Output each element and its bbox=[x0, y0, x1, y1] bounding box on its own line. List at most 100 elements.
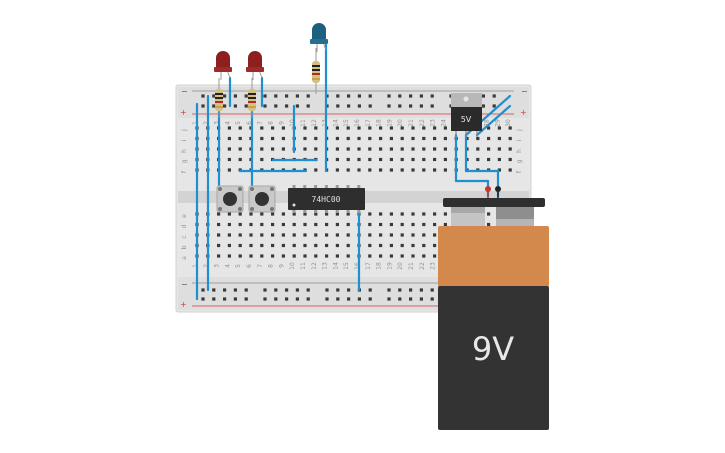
breadboard-hole[interactable] bbox=[303, 254, 307, 258]
breadboard-hole[interactable] bbox=[379, 243, 383, 248]
breadboard-hole[interactable] bbox=[389, 222, 393, 227]
breadboard-hole[interactable] bbox=[411, 147, 415, 151]
breadboard-hole[interactable] bbox=[387, 94, 391, 98]
breadboard-hole[interactable] bbox=[325, 233, 329, 237]
breadboard-hole[interactable] bbox=[285, 288, 289, 292]
breadboard-hole[interactable] bbox=[292, 254, 296, 258]
breadboard-hole[interactable] bbox=[389, 136, 393, 141]
breadboard-hole[interactable] bbox=[389, 126, 393, 130]
breadboard-hole[interactable] bbox=[419, 94, 423, 98]
breadboard-hole[interactable] bbox=[201, 104, 205, 108]
breadboard-hole[interactable] bbox=[368, 222, 372, 227]
breadboard-hole[interactable] bbox=[244, 288, 248, 292]
breadboard-hole[interactable] bbox=[368, 147, 372, 151]
breadboard-hole[interactable] bbox=[227, 147, 231, 151]
breadboard-hole[interactable] bbox=[233, 297, 237, 301]
breadboard-hole[interactable] bbox=[292, 243, 296, 248]
breadboard-hole[interactable] bbox=[281, 126, 285, 130]
breadboard-hole[interactable] bbox=[347, 288, 351, 292]
breadboard-hole[interactable] bbox=[400, 243, 404, 248]
resistor-2[interactable] bbox=[248, 78, 256, 118]
resistor-3[interactable] bbox=[312, 48, 320, 94]
breadboard-hole[interactable] bbox=[433, 243, 437, 248]
breadboard-hole[interactable] bbox=[285, 104, 289, 108]
breadboard-hole[interactable] bbox=[227, 168, 231, 172]
breadboard-hole[interactable] bbox=[389, 168, 393, 172]
breadboard-hole[interactable] bbox=[217, 222, 221, 227]
breadboard-hole[interactable] bbox=[238, 254, 242, 258]
breadboard-hole[interactable] bbox=[346, 243, 350, 248]
breadboard-hole[interactable] bbox=[325, 254, 329, 258]
wires[interactable] bbox=[195, 43, 512, 301]
breadboard-hole[interactable] bbox=[285, 297, 289, 301]
breadboard-hole[interactable] bbox=[422, 126, 426, 130]
breadboard-hole[interactable] bbox=[271, 254, 275, 258]
breadboard-hole[interactable] bbox=[411, 233, 415, 237]
breadboard-hole[interactable] bbox=[476, 136, 480, 141]
breadboard-hole[interactable] bbox=[303, 243, 307, 248]
breadboard-hole[interactable] bbox=[346, 157, 350, 162]
breadboard-hole[interactable] bbox=[379, 168, 383, 172]
breadboard-hole[interactable] bbox=[400, 126, 404, 130]
breadboard-hole[interactable] bbox=[419, 297, 423, 301]
breadboard-hole[interactable] bbox=[357, 147, 361, 151]
breadboard-hole[interactable] bbox=[260, 126, 264, 130]
breadboard-hole[interactable] bbox=[400, 233, 404, 237]
breadboard-hole[interactable] bbox=[227, 212, 231, 216]
breadboard-hole[interactable] bbox=[497, 136, 501, 141]
breadboard-hole[interactable] bbox=[411, 254, 415, 258]
voltage-regulator[interactable]: 5V bbox=[451, 93, 482, 137]
breadboard-hole[interactable] bbox=[295, 104, 299, 108]
breadboard-hole[interactable] bbox=[347, 94, 351, 98]
breadboard-hole[interactable] bbox=[357, 94, 361, 98]
breadboard-hole[interactable] bbox=[314, 136, 318, 141]
breadboard-hole[interactable] bbox=[263, 297, 267, 301]
breadboard-hole[interactable] bbox=[476, 147, 480, 151]
breadboard-hole[interactable] bbox=[238, 126, 242, 130]
breadboard-hole[interactable] bbox=[357, 104, 361, 108]
pushbutton-1[interactable] bbox=[216, 185, 244, 213]
breadboard-hole[interactable] bbox=[335, 243, 339, 248]
breadboard-hole[interactable] bbox=[306, 297, 310, 301]
breadboard-hole[interactable] bbox=[487, 157, 491, 162]
breadboard-hole[interactable] bbox=[508, 147, 512, 151]
breadboard-hole[interactable] bbox=[357, 136, 361, 141]
breadboard-hole[interactable] bbox=[368, 288, 372, 292]
breadboard-hole[interactable] bbox=[433, 222, 437, 227]
breadboard-hole[interactable] bbox=[249, 233, 253, 237]
breadboard-hole[interactable] bbox=[271, 222, 275, 227]
breadboard-hole[interactable] bbox=[368, 233, 372, 237]
breadboard-hole[interactable] bbox=[274, 94, 278, 98]
breadboard-hole[interactable] bbox=[430, 297, 434, 301]
pushbutton-2[interactable] bbox=[248, 185, 276, 213]
breadboard-hole[interactable] bbox=[487, 222, 491, 227]
breadboard-hole[interactable] bbox=[335, 233, 339, 237]
breadboard-hole[interactable] bbox=[422, 243, 426, 248]
breadboard-hole[interactable] bbox=[398, 297, 402, 301]
breadboard-hole[interactable] bbox=[314, 254, 318, 258]
breadboard-hole[interactable] bbox=[497, 168, 501, 172]
breadboard-hole[interactable] bbox=[249, 243, 253, 248]
breadboard-hole[interactable] bbox=[274, 288, 278, 292]
breadboard-hole[interactable] bbox=[443, 168, 447, 172]
breadboard-hole[interactable] bbox=[368, 297, 372, 301]
breadboard-hole[interactable] bbox=[314, 168, 318, 172]
breadboard-hole[interactable] bbox=[306, 104, 310, 108]
breadboard-hole[interactable] bbox=[295, 297, 299, 301]
breadboard-hole[interactable] bbox=[271, 212, 275, 216]
breadboard-hole[interactable] bbox=[227, 157, 231, 162]
breadboard-hole[interactable] bbox=[281, 233, 285, 237]
breadboard-hole[interactable] bbox=[379, 126, 383, 130]
breadboard-hole[interactable] bbox=[357, 157, 361, 162]
breadboard-hole[interactable] bbox=[314, 222, 318, 227]
breadboard-hole[interactable] bbox=[419, 288, 423, 292]
led-red-1[interactable] bbox=[214, 51, 232, 80]
breadboard-hole[interactable] bbox=[314, 233, 318, 237]
breadboard-hole[interactable] bbox=[409, 288, 413, 292]
breadboard-hole[interactable] bbox=[387, 297, 391, 301]
breadboard-hole[interactable] bbox=[346, 136, 350, 141]
breadboard-hole[interactable] bbox=[335, 147, 339, 151]
breadboard-hole[interactable] bbox=[274, 297, 278, 301]
breadboard-hole[interactable] bbox=[238, 157, 242, 162]
breadboard-hole[interactable] bbox=[398, 288, 402, 292]
